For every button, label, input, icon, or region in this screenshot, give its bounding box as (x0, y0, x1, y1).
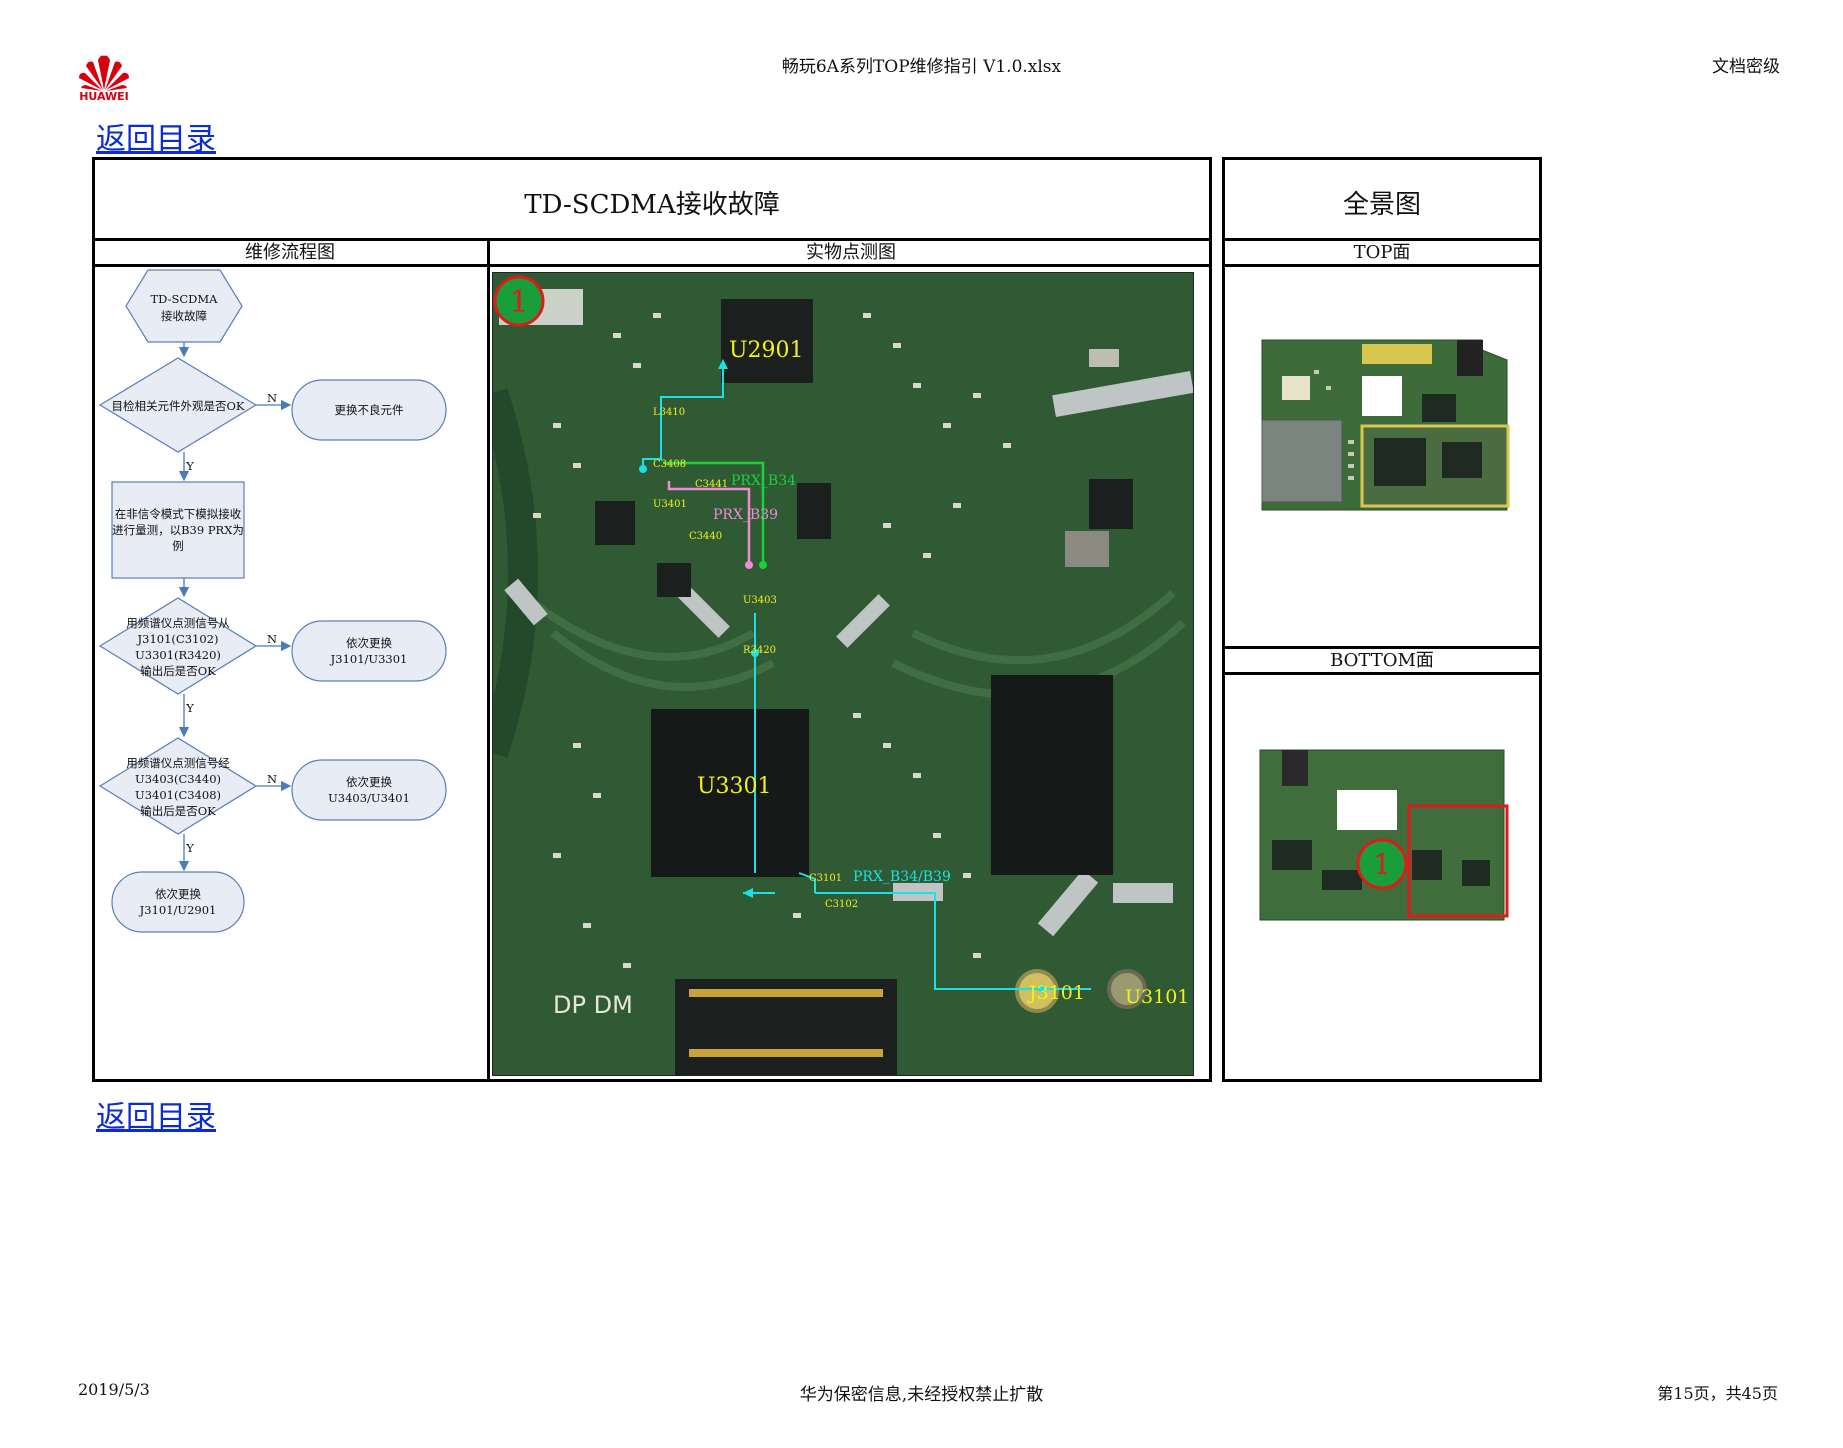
top-side-label: TOP面 (1353, 242, 1411, 263)
footer-date: 2019/5/3 (78, 1380, 150, 1399)
photo-header: 实物点测图 (806, 242, 896, 263)
check1-text: 目检相关元件外观是否OK (111, 399, 244, 413)
step1-line-2: 进行量测，以B39 PRX为 (112, 523, 244, 537)
yes-label: Y (185, 701, 194, 715)
check2-line-2: J3101(C3102) (137, 632, 219, 646)
repair-flowchart: TD-SCDMA 接收故障 目检相关元件外观是否OK 更换不良元件 在非信令模式… (98, 269, 447, 933)
divider (1222, 238, 1542, 241)
label-u3403: U3403 (743, 595, 777, 606)
no-label: N (267, 632, 277, 646)
label-j3101: J3101 (1027, 982, 1085, 1004)
top-board-image (1261, 339, 1510, 511)
huawei-petals-icon (79, 55, 129, 91)
action1-text: 更换不良元件 (335, 403, 404, 417)
rf-connector-j3101 (1015, 969, 1059, 1013)
bottom-side-label: BOTTOM面 (1330, 650, 1434, 671)
marker-circle (1356, 838, 1408, 890)
chip-u2901 (721, 299, 813, 383)
overview-title: 全景图 (1342, 190, 1421, 220)
back-to-toc-link-top[interactable]: 返回目录 (96, 122, 216, 157)
signal-trace-green (663, 461, 765, 565)
flow-header: 维修流程图 (245, 242, 335, 263)
document-title: 畅玩6A系列TOP维修指引 V1.0.xlsx (781, 57, 1062, 77)
step1-node (111, 481, 245, 579)
label-c3101: C3101 (809, 873, 842, 884)
label-r3420: R3420 (743, 645, 776, 656)
label-c3102: C3102 (825, 899, 858, 910)
action2-node (291, 620, 447, 682)
check3-line-1: 用频谱仪点测信号经 (126, 756, 230, 770)
divider (487, 238, 490, 1082)
back-to-toc-link-bottom[interactable]: 返回目录 (96, 1100, 216, 1135)
label-prx-b34: PRX_B34 (731, 473, 796, 489)
check3-line-4: 输出后是否OK (140, 804, 216, 818)
pcb-drawing: 1 U2901 U3301 (493, 273, 1193, 1075)
check2-line-4: 输出后是否OK (140, 664, 216, 678)
huawei-logo-text: HUAWEI (79, 90, 129, 103)
highlight-region (1407, 804, 1509, 918)
start-node (125, 269, 243, 343)
no-label: N (267, 391, 277, 405)
label-u3401: U3401 (653, 499, 687, 510)
yes-label: Y (185, 841, 194, 855)
chip-u3301 (651, 709, 809, 877)
pcb-test-point-photo: 1 U2901 U3301 (492, 272, 1194, 1076)
bottom-board-image: 1 (1259, 749, 1509, 921)
label-u3101: U3101 (1125, 986, 1189, 1008)
action3-node (291, 759, 447, 821)
check3-line-3: U3401(C3408) (135, 788, 221, 802)
divider (1222, 646, 1542, 649)
end-line-1: 依次更换 (155, 887, 201, 901)
check3-node (98, 737, 258, 835)
page-title: TD-SCDMA接收故障 (524, 190, 780, 220)
check2-line-1: 用频谱仪点测信号从 (126, 616, 230, 630)
step1-line-3: 例 (172, 539, 184, 553)
label-l3410: L3410 (653, 407, 685, 418)
check3-line-2: U3403(C3440) (135, 772, 221, 786)
label-u3301: U3301 (697, 774, 772, 799)
signal-trace-pink (667, 481, 751, 565)
label-c3441: C3441 (695, 479, 728, 490)
yes-label: Y (185, 459, 194, 473)
overview-panel (1222, 157, 1542, 1082)
end-node (111, 871, 245, 933)
no-label: N (267, 772, 277, 786)
label-prx-b34-b39: PRX_B34/B39 (853, 869, 951, 885)
chip-u3101-area (991, 675, 1113, 875)
divider (1222, 264, 1542, 267)
label-c3440: C3440 (689, 531, 722, 542)
divider (1222, 672, 1542, 675)
marker-number: 1 (509, 285, 528, 320)
divider (92, 238, 1212, 241)
marker-circle (493, 275, 545, 327)
action2-line-1: 依次更换 (346, 636, 392, 650)
footer-page-number: 第15页，共45页 (1657, 1384, 1778, 1403)
divider (92, 264, 1212, 267)
end-line-2: J3101/U2901 (139, 903, 217, 917)
silkscreen-dp-dm: DP DM (553, 991, 633, 1019)
start-line-2: 接收故障 (161, 309, 207, 323)
main-panel (92, 157, 1212, 1082)
label-u2901: U2901 (729, 338, 804, 363)
label-c3408: C3408 (653, 459, 686, 470)
classification-label: 文档密级 (1712, 57, 1780, 77)
step1-line-1: 在非信令模式下模拟接收 (115, 507, 242, 521)
label-prx-b39: PRX_B39 (713, 507, 778, 523)
action1-node (291, 379, 447, 441)
check2-line-3: U3301(R3420) (135, 648, 221, 662)
action3-line-2: U3403/U3401 (328, 791, 410, 805)
check2-node (98, 597, 258, 695)
footer-confidential: 华为保密信息,未经授权禁止扩散 (799, 1385, 1044, 1405)
start-line-1: TD-SCDMA (151, 292, 219, 306)
marker-number: 1 (1373, 848, 1391, 881)
huawei-logo (76, 52, 132, 104)
action3-line-1: 依次更换 (346, 775, 392, 789)
action2-line-2: J3101/U3301 (330, 652, 408, 666)
